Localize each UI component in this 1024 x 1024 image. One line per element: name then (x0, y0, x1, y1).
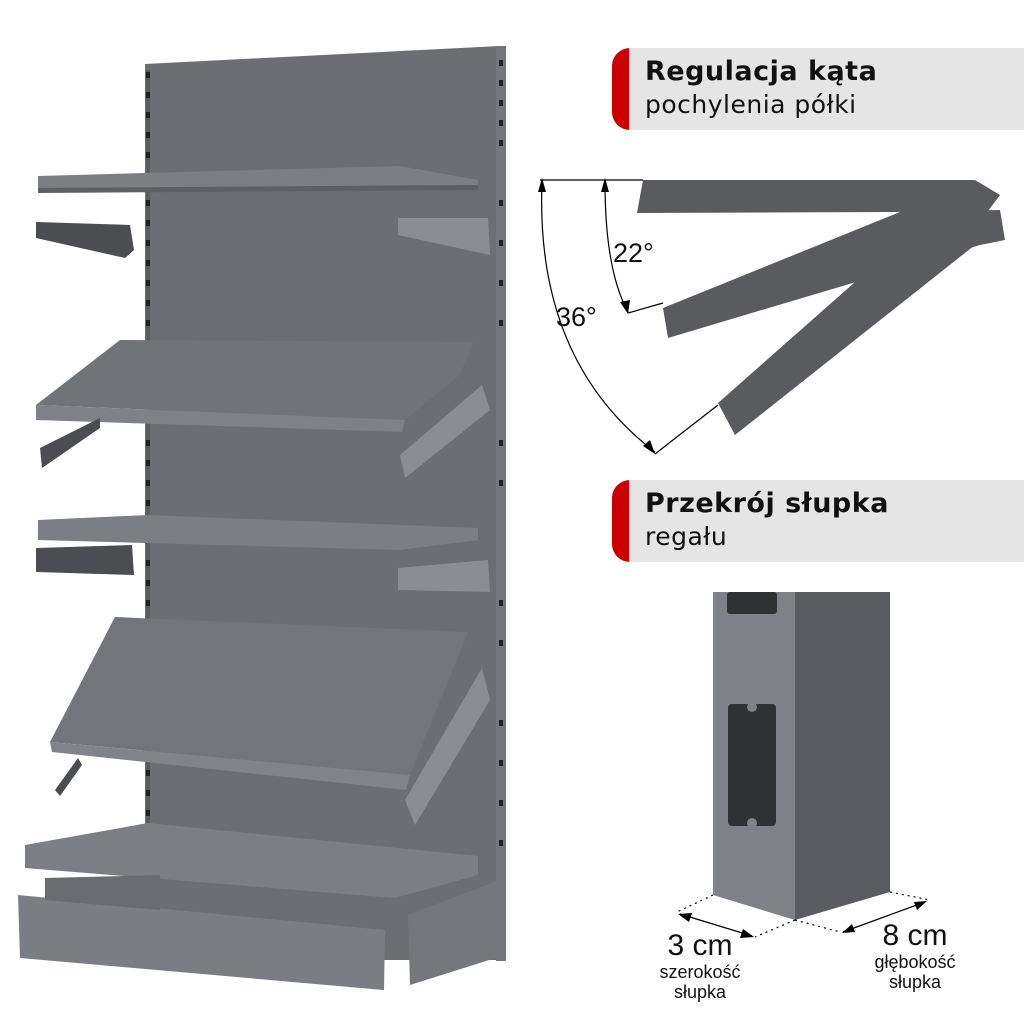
bracket-left-1 (36, 222, 134, 258)
post-width-dimension: 3 cm szerokość słupka (640, 929, 760, 1003)
upright-slot-marks (146, 60, 503, 846)
post-section-subtitle: regału (645, 522, 728, 551)
accent-bar (612, 48, 629, 130)
base-foot (408, 880, 505, 985)
kickplate (18, 895, 385, 990)
post-depth-value: 8 cm (882, 919, 948, 952)
bracket-right-3 (398, 560, 490, 592)
bracket-left-4 (55, 758, 82, 796)
angle-diagram (637, 180, 1005, 435)
post-width-value: 3 cm (667, 929, 733, 962)
post-dimension-lines (676, 891, 931, 938)
post-depth-caption-2: słupka (888, 972, 942, 992)
shelf-2 (36, 340, 473, 420)
post-width-caption-2: słupka (673, 982, 727, 1002)
post-side-face (795, 592, 890, 920)
bracket-right-4 (405, 668, 490, 825)
post-width-caption-1: szerokość (659, 962, 741, 982)
post-slot-middle (728, 704, 776, 826)
accent-bar (612, 480, 629, 562)
angle-section-label: Regulacja kąta pochylenia półki (612, 48, 1024, 130)
post-illustration (713, 592, 890, 920)
shelf-4 (50, 617, 468, 775)
shelf-3 (38, 515, 478, 550)
angle-section-title: Regulacja kąta (645, 56, 878, 87)
bracket-left-3 (36, 545, 134, 575)
angle-22-label: 22° (613, 238, 654, 268)
post-slot-top (727, 592, 777, 614)
post-section-title: Przekrój słupka (645, 488, 889, 519)
bracket-right-2 (400, 385, 490, 478)
bracket-36deg (718, 240, 975, 435)
angle-section-subtitle: pochylenia półki (645, 90, 857, 119)
bracket-right-1 (398, 218, 490, 255)
bracket-left-2 (40, 418, 100, 468)
angle-arrowheads (538, 178, 655, 454)
base-shelf (25, 823, 478, 898)
angle-36-label: 36° (556, 302, 597, 332)
post-section-label: Przekrój słupka regału (612, 480, 1024, 562)
right-upright (496, 46, 506, 961)
post-depth-caption-1: głębokość (874, 952, 956, 972)
bracket-0deg (637, 180, 1000, 215)
post-depth-dimension: 8 cm głębokość słupka (855, 919, 975, 993)
shelf-1 (38, 166, 478, 192)
